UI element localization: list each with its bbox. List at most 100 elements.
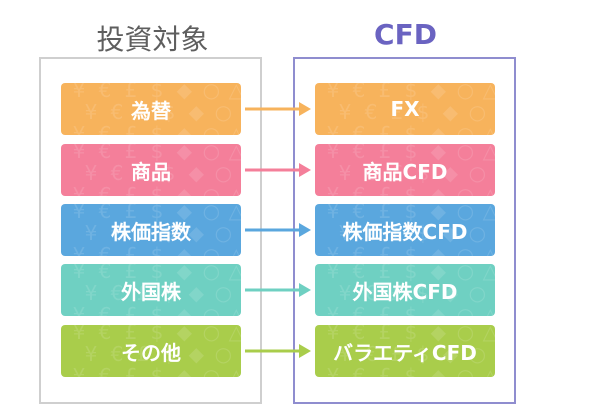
right-box-stock-index-cfd: ¥€£$◆○△□¥€£$◆○△□¥€£$◆○△□ 株価指数CFD (315, 204, 495, 256)
texture-glyph: ◆ (431, 83, 447, 102)
texture-glyph: △ (483, 364, 495, 377)
texture-glyph: ○ (457, 122, 474, 135)
right-box-label: 株価指数CFD (342, 219, 468, 244)
texture-glyph: ○ (457, 243, 474, 256)
texture-glyph: £ (125, 303, 138, 316)
texture-glyph: $ (151, 364, 164, 377)
texture-glyph: ○ (215, 221, 232, 245)
arrow-commodity (245, 163, 311, 177)
texture-glyph: ○ (457, 144, 474, 163)
right-box-fx: ¥€£$◆○△□¥€£$◆○△□¥€£$◆○△□ FX (315, 83, 495, 135)
right-box-label: 商品CFD (362, 159, 448, 184)
left-box-stock-index: ¥€£$◆○△□¥€£$◆○△□¥€£$◆○△□ 株価指数 (61, 204, 241, 256)
texture-glyph: ○ (457, 83, 474, 102)
texture-glyph: △ (229, 303, 241, 316)
texture-glyph: € (99, 83, 112, 102)
texture-glyph: ¥ (85, 281, 98, 305)
texture-glyph: € (353, 183, 366, 196)
texture-glyph: $ (405, 303, 418, 316)
right-box-foreign-stock-cfd: ¥€£$◆○△□¥€£$◆○△□¥€£$◆○△□ 外国株CFD (315, 264, 495, 316)
texture-glyph: ¥ (73, 144, 86, 163)
texture-glyph: £ (379, 122, 392, 135)
texture-glyph: ¥ (73, 364, 86, 377)
texture-glyph: ¥ (73, 83, 86, 102)
texture-glyph: △ (483, 183, 495, 196)
texture-glyph: △ (229, 122, 241, 135)
texture-glyph: ¥ (85, 221, 98, 245)
texture-glyph: ○ (203, 204, 220, 223)
texture-glyph: △ (229, 264, 241, 283)
texture-glyph: € (353, 364, 366, 377)
texture-glyph: ¥ (73, 204, 86, 223)
texture-glyph: ¥ (327, 243, 340, 256)
texture-glyph: ◆ (177, 303, 193, 316)
texture-glyph: ○ (203, 144, 220, 163)
texture-glyph: € (353, 303, 366, 316)
texture-glyph: £ (379, 243, 392, 256)
texture-glyph: € (99, 144, 112, 163)
texture-glyph: ¥ (85, 161, 98, 185)
texture-glyph: ○ (203, 243, 220, 256)
texture-glyph: ◆ (189, 221, 205, 245)
texture-glyph: ○ (203, 183, 220, 196)
arrow-foreign-stock (245, 283, 311, 297)
texture-glyph: ¥ (339, 161, 352, 185)
texture-glyph: ¥ (73, 122, 86, 135)
left-box-label: 為替 (131, 98, 171, 123)
texture-glyph: ◆ (431, 122, 447, 135)
texture-glyph: △ (483, 303, 495, 316)
texture-glyph: ◆ (189, 161, 205, 185)
texture-glyph: ¥ (73, 325, 86, 344)
texture-glyph: △ (483, 144, 495, 163)
texture-glyph: △ (483, 122, 495, 135)
texture-glyph: £ (125, 364, 138, 377)
texture-glyph: ◆ (189, 281, 205, 305)
texture-glyph: ¥ (327, 144, 340, 163)
texture-glyph: € (99, 364, 112, 377)
texture-glyph: ○ (215, 161, 232, 185)
texture-glyph: ¥ (339, 281, 352, 305)
texture-glyph: £ (125, 183, 138, 196)
texture-glyph: $ (405, 364, 418, 377)
texture-glyph: ○ (469, 221, 486, 245)
texture-glyph: $ (405, 243, 418, 256)
texture-glyph: △ (229, 183, 241, 196)
texture-glyph: € (365, 100, 378, 124)
right-box-label: バラエティCFD (333, 340, 477, 365)
texture-glyph: △ (483, 264, 495, 283)
texture-glyph: € (99, 122, 112, 135)
texture-glyph: △ (229, 204, 241, 223)
texture-glyph: $ (405, 122, 418, 135)
texture-glyph: € (353, 243, 366, 256)
texture-glyph: ¥ (339, 100, 352, 124)
arrow-forex (245, 102, 311, 116)
texture-glyph: ○ (203, 122, 220, 135)
texture-glyph: ¥ (327, 364, 340, 377)
texture-glyph: ¥ (73, 243, 86, 256)
texture-glyph: ¥ (85, 342, 98, 366)
texture-glyph: € (99, 264, 112, 283)
texture-glyph: ○ (203, 325, 220, 344)
texture-glyph: ¥ (73, 183, 86, 196)
texture-glyph: ○ (215, 100, 232, 124)
texture-glyph: £ (379, 183, 392, 196)
texture-glyph: △ (483, 243, 495, 256)
texture-glyph: ◆ (177, 83, 193, 102)
left-box-label: 株価指数 (111, 219, 191, 244)
left-box-forex: ¥€£$◆○△□¥€£$◆○△□¥€£$◆○△□ 為替 (61, 83, 241, 135)
texture-glyph: △ (483, 325, 495, 344)
texture-glyph: $ (151, 303, 164, 316)
texture-glyph: ○ (469, 281, 486, 305)
left-box-label: 商品 (131, 159, 171, 184)
texture-glyph: ¥ (327, 303, 340, 316)
texture-glyph: € (353, 122, 366, 135)
texture-glyph: £ (379, 303, 392, 316)
texture-glyph: ○ (469, 100, 486, 124)
texture-glyph: △ (483, 204, 495, 223)
texture-glyph: ○ (457, 364, 474, 377)
texture-glyph: ○ (203, 264, 220, 283)
texture-glyph: ○ (457, 183, 474, 196)
texture-glyph: △ (229, 83, 241, 102)
texture-glyph: ○ (203, 364, 220, 377)
texture-glyph: ¥ (327, 83, 340, 102)
